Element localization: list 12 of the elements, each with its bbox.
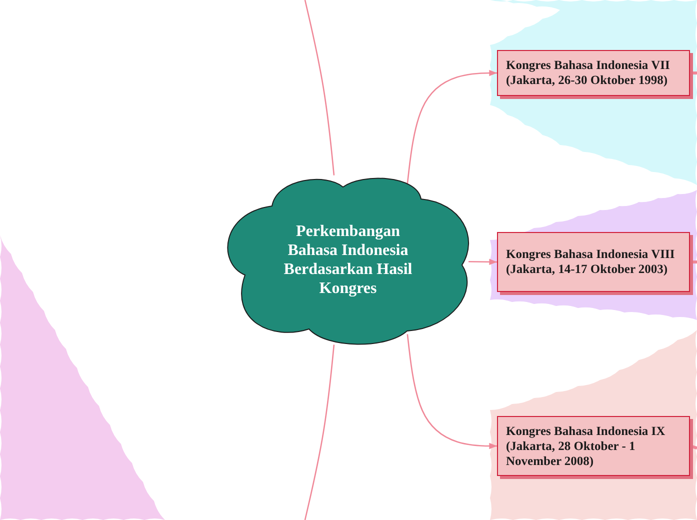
topic-box xyxy=(497,50,690,96)
central-topic-text: Perkembangan Bahasa Indonesia Berdasarkan Hasil Kongres xyxy=(282,222,414,298)
connector-line xyxy=(468,258,497,266)
connector-line xyxy=(304,344,335,520)
topic-box xyxy=(497,232,690,292)
topic-text: Kongres Bahasa Indonesia IX (Jakarta, 28 Oktober - 1 November 2008) xyxy=(506,424,666,468)
connector-line xyxy=(406,70,497,186)
connector-line xyxy=(304,0,335,176)
topic-text: Kongres Bahasa Indonesia VII (Jakarta, 26-30 Oktober 1998) xyxy=(506,58,671,88)
topic-text: Kongres Bahasa Indonesia VIII (Jakarta, 14-17 Oktober 2003) xyxy=(506,247,676,277)
topic-box xyxy=(497,416,690,476)
connector-line xyxy=(406,334,497,450)
